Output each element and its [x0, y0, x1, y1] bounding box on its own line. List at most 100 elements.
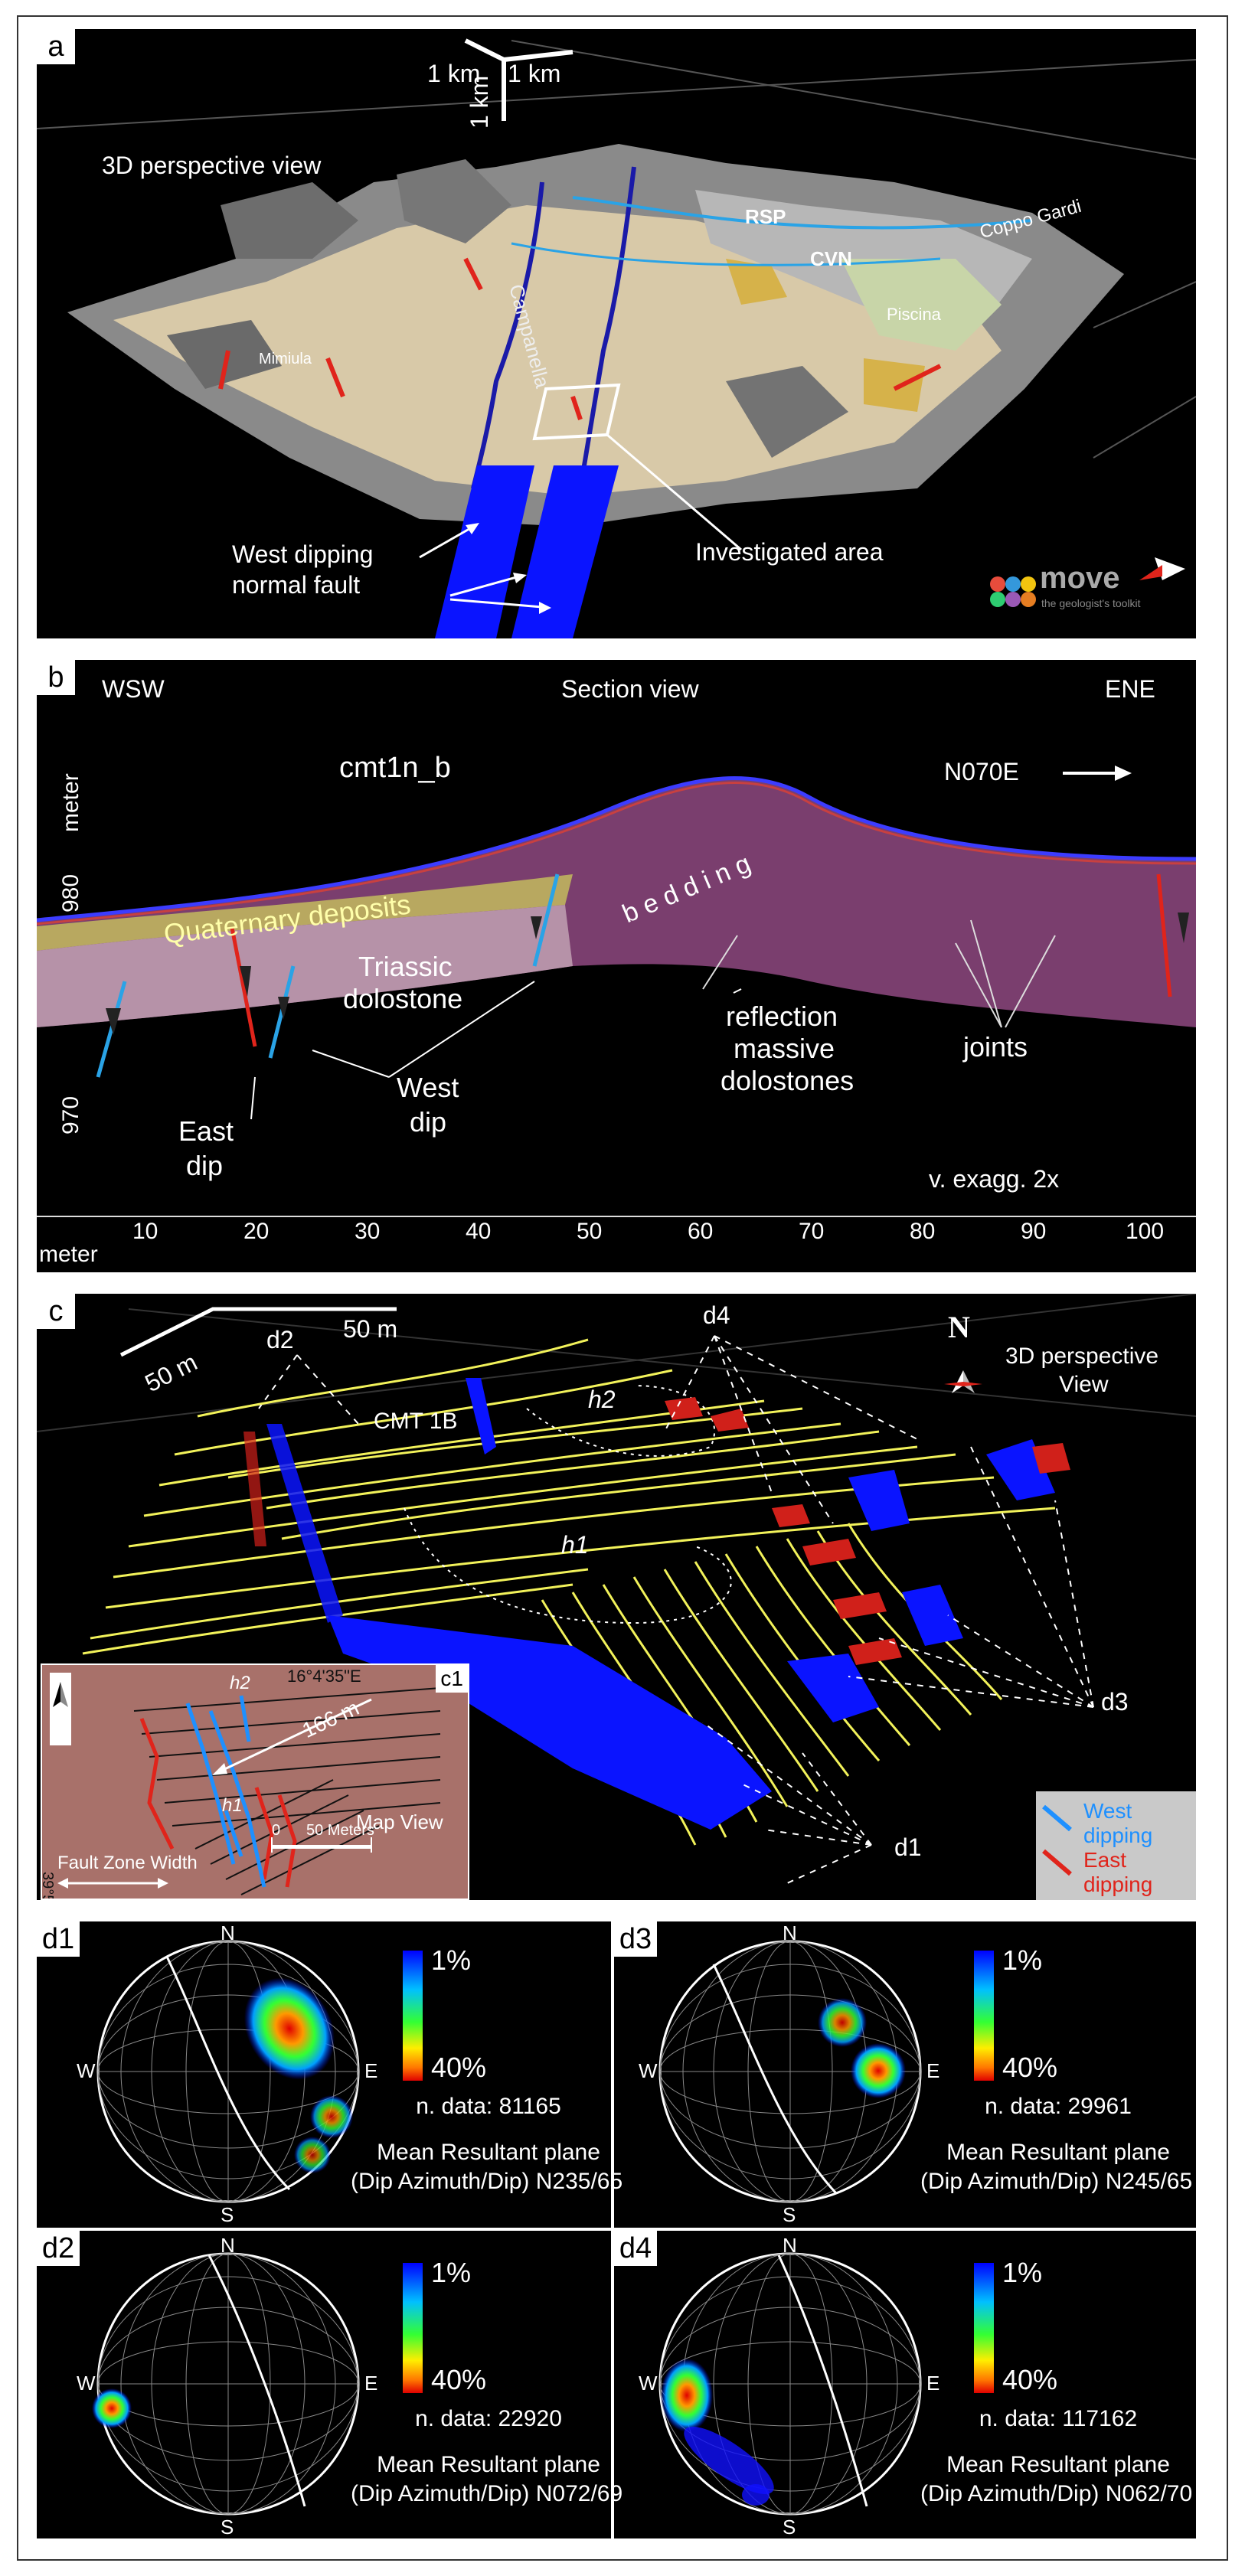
section-view-title: Section view	[561, 675, 699, 703]
scale-label-z: 1 km	[466, 75, 493, 129]
section-view	[37, 766, 1196, 1217]
d2-south: S	[221, 2516, 234, 2538]
d3-south: S	[783, 2203, 796, 2226]
stereonet-d4: d4 N S E W 1% 40% n. data: 117162 Mean R…	[614, 2231, 1196, 2538]
d4-mean-2: (Dip Azimuth/Dip) N062/70	[920, 2481, 1193, 2506]
d1-ndata: n. data: 81165	[416, 2094, 561, 2119]
label-west-dip-1: West	[397, 1072, 459, 1103]
scale-50m-b: 50 m	[343, 1315, 398, 1343]
y-tick-980: 980	[58, 873, 83, 913]
d1-south: S	[221, 2203, 234, 2226]
d3-north: N	[783, 1921, 797, 1944]
inset-c1-label: c1	[436, 1665, 468, 1693]
d4-ndata: n. data: 117162	[979, 2406, 1138, 2431]
d4-south: S	[783, 2516, 796, 2538]
y-tick-970: 970	[58, 1095, 83, 1135]
inset-h1: h1	[222, 1795, 243, 1816]
panel-b: b WSW Section v	[37, 660, 1196, 1272]
label-east-dip-1: East	[178, 1115, 234, 1147]
x-tick: 80	[910, 1219, 936, 1244]
label-joints: joints	[963, 1031, 1028, 1063]
x-tick: 100	[1126, 1219, 1165, 1244]
d2-cb-bot: 40%	[431, 2364, 487, 2395]
move-logo-text: move	[1040, 561, 1120, 595]
d2-mean-2: (Dip Azimuth/Dip) N072/69	[351, 2481, 623, 2506]
panel-a-label: a	[37, 29, 77, 66]
label-reflection-2: massive	[734, 1033, 835, 1064]
d3-west: W	[639, 2059, 658, 2082]
panel-c: c	[37, 1294, 1196, 1900]
label-triassic-1: Triassic	[358, 951, 453, 982]
stereonet-d4-plot	[658, 2252, 994, 2516]
label-reflection-3: dolostones	[721, 1065, 855, 1096]
legend-west-1: West	[1083, 1799, 1132, 1823]
place-rsp: RSP	[745, 205, 786, 228]
stereonet-d2: d2 N S E W 1% 40% n. data: 22920 Mean Re…	[37, 2231, 623, 2538]
place-cvn: CVN	[810, 247, 852, 270]
d2-north: N	[221, 2234, 235, 2257]
d2-mean-1: Mean Resultant plane	[377, 2452, 600, 2477]
label-d4: d4	[703, 1301, 730, 1329]
direction-label: N070E	[944, 758, 1019, 785]
label-d3: d3	[1101, 1688, 1129, 1716]
x-tick: 60	[688, 1219, 714, 1244]
d4-west: W	[639, 2372, 658, 2395]
label-h1: h1	[561, 1531, 589, 1559]
panel-b-label: b	[37, 660, 77, 697]
stereonet-d2-label: d2	[37, 2231, 81, 2267]
panel-c-title-1: 3D perspective	[1005, 1344, 1159, 1369]
stereonet-d1-label: d1	[37, 1921, 81, 1958]
d2-cb-top: 1%	[431, 2257, 472, 2288]
d3-cb-bot: 40%	[1002, 2052, 1058, 2083]
label-cmt: CMT 1B	[374, 1409, 458, 1434]
d3-ndata: n. data: 29961	[985, 2094, 1132, 2119]
d3-mean-1: Mean Resultant plane	[946, 2140, 1170, 2165]
inset-coord-n: 39°5'45"N	[42, 1872, 56, 1899]
fault-label-line2: normal fault	[232, 571, 361, 599]
inset-map-c1: c1 16°4'35"E 39°5'45"N 166 m h2 h1 Map V…	[41, 1663, 469, 1900]
d4-cb-bot: 40%	[1002, 2364, 1058, 2395]
stereonet-d1: d1 N S E W 1% 40% n. data: 81165 Mean Re…	[37, 1921, 623, 2229]
d1-mean-2: (Dip Azimuth/Dip) N235/65	[351, 2169, 623, 2194]
north-label: N	[948, 1310, 970, 1344]
scale-label-y: 1 km	[508, 60, 561, 87]
x-tick: 10	[132, 1219, 158, 1244]
d3-mean-2: (Dip Azimuth/Dip) N245/65	[920, 2169, 1193, 2194]
d1-mean-1: Mean Resultant plane	[377, 2140, 600, 2165]
inset-fault-zone-width: Fault Zone Width	[57, 1853, 198, 1873]
d2-west: W	[77, 2372, 96, 2395]
d4-north: N	[783, 2234, 797, 2257]
direction-ene: ENE	[1105, 675, 1155, 703]
dip-legend: West dipping East dipping	[1036, 1791, 1196, 1900]
fault-label-line1: West dipping	[232, 540, 374, 568]
stereonet-panels	[37, 1921, 1196, 2538]
d1-cb-bot: 40%	[431, 2052, 487, 2083]
x-tick: 30	[355, 1219, 381, 1244]
place-mimiula: Mimiula	[259, 351, 312, 367]
x-tick: 20	[243, 1219, 270, 1244]
inset-scale-0: 0	[272, 1822, 281, 1839]
inset-map-drawing	[50, 1673, 441, 1895]
stereonet-d3-plot	[658, 1940, 994, 2203]
stereonet-d3: d3 N S E W 1% 40% n. data: 29961 Mean Re…	[614, 1921, 1196, 2229]
panel-c-label: c	[37, 1294, 77, 1330]
d1-north: N	[221, 1921, 235, 1944]
label-d1: d1	[894, 1833, 922, 1861]
panel-a: a	[37, 29, 1196, 638]
inset-h2: h2	[230, 1673, 250, 1693]
d2-east: E	[364, 2372, 378, 2395]
stereonet-d2-plot	[92, 2252, 423, 2516]
legend-west-2: dipping	[1083, 1823, 1153, 1847]
inset-map-view: Map View	[356, 1810, 443, 1833]
stereonet-d1-plot	[96, 1940, 423, 2203]
x-tick: 40	[466, 1219, 492, 1244]
panel-a-terrain	[37, 38, 1196, 638]
d4-cb-top: 1%	[1002, 2257, 1043, 2288]
label-reflection-1: reflection	[726, 1001, 838, 1032]
d1-west: W	[77, 2059, 96, 2082]
d3-cb-top: 1%	[1002, 1944, 1043, 1976]
label-east-dip-2: dip	[186, 1150, 224, 1181]
d1-cb-top: 1%	[431, 1944, 472, 1976]
label-west-dip-2: dip	[410, 1106, 447, 1138]
stereonet-d3-label: d3	[614, 1921, 658, 1958]
